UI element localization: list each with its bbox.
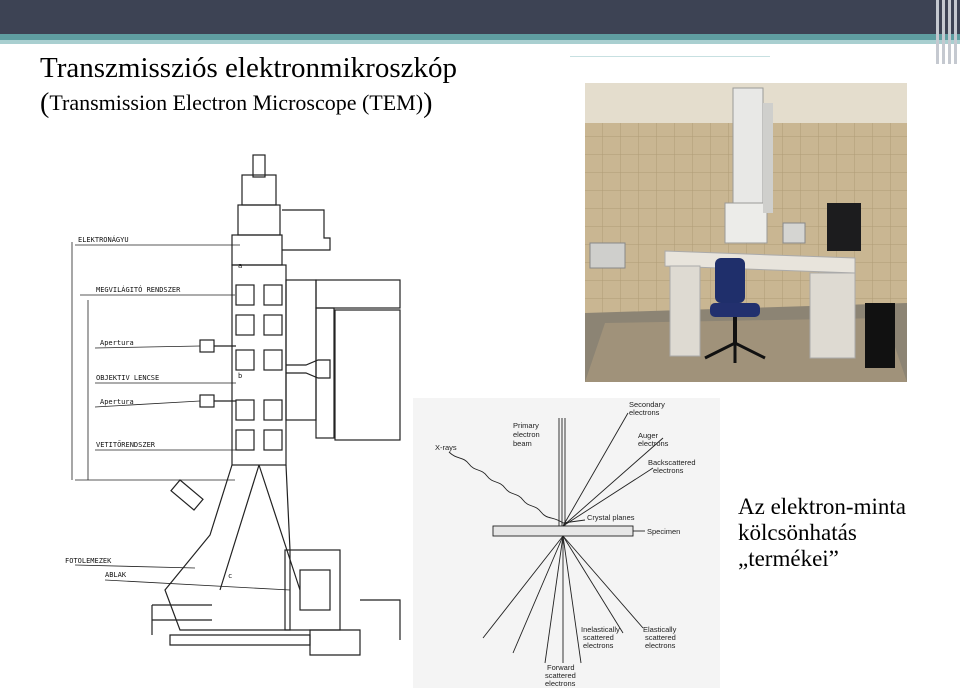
- marker-a: a: [238, 262, 242, 270]
- label-forward-2: scattered: [545, 671, 576, 680]
- caption-line-2: kölcsönhatás: [738, 520, 857, 545]
- marker-c: c: [228, 572, 232, 580]
- label-electron-gun: ELEKTRONÁGYU: [78, 235, 129, 244]
- label-elastic-2: scattered: [645, 633, 676, 642]
- label-objective-lens: OBJEKTIV LENCSE: [96, 374, 159, 382]
- label-window: ABLAK: [105, 571, 127, 579]
- label-illumination-system: MEGVILÁGITÓ RENDSZER: [96, 285, 181, 294]
- caption: Az elektron-minta kölcsönhatás „termékei…: [738, 494, 906, 572]
- label-primary-beam-3: beam: [513, 439, 532, 448]
- label-forward-1: Forward: [547, 663, 575, 672]
- tem-cross-section-diagram: ELEKTRONÁGYU MEGVILÁGITÓ RENDSZER Apertu…: [65, 154, 401, 656]
- label-primary-beam-1: Primary: [513, 421, 539, 430]
- label-aperture-2: Apertura: [100, 398, 134, 406]
- corner-decoration: [934, 0, 960, 64]
- marker-b: b: [238, 372, 242, 380]
- label-secondary-2: electrons: [629, 408, 660, 417]
- accent-stripe: [0, 34, 960, 40]
- label-inelastic-2: scattered: [583, 633, 614, 642]
- label-elastic-3: electrons: [645, 641, 676, 650]
- slide-title: Transzmissziós elektronmikroszkóp: [40, 52, 457, 84]
- slide-subtitle: (Transmission Electron Microscope (TEM)): [40, 88, 432, 120]
- close-paren: ): [423, 88, 433, 119]
- subtitle-text: Transmission Electron Microscope (TEM): [49, 90, 424, 115]
- accent-line: [570, 50, 890, 52]
- tem-lab-photo: [585, 83, 907, 382]
- label-backscattered-1: Backscattered: [648, 458, 696, 467]
- open-paren: (: [40, 88, 50, 119]
- label-elastic-1: Elastically: [643, 625, 677, 634]
- electron-specimen-interaction-diagram: Primary electron beam Secondary electron…: [413, 398, 720, 688]
- label-primary-beam-2: electron: [513, 430, 540, 439]
- label-crystal-planes: Crystal planes: [587, 513, 635, 522]
- label-inelastic-1: Inelastically: [581, 625, 620, 634]
- label-aperture-1: Apertura: [100, 339, 134, 347]
- caption-line-3: „termékei”: [738, 546, 839, 571]
- label-specimen: Specimen: [647, 527, 680, 536]
- label-auger-1: Auger: [638, 431, 659, 440]
- caption-line-1: Az elektron-minta: [738, 494, 906, 519]
- accent-line-thin: [570, 56, 770, 57]
- accent-stripe-light: [0, 40, 960, 44]
- top-banner: [0, 0, 960, 34]
- label-backscattered-2: electrons: [653, 466, 684, 475]
- label-inelastic-3: electrons: [583, 641, 614, 650]
- label-xrays: X-rays: [435, 443, 457, 452]
- label-projection-system: VETITŐRENDSZER: [96, 440, 156, 449]
- label-forward-3: electrons: [545, 679, 576, 688]
- label-secondary-1: Secondary: [629, 400, 665, 409]
- label-photo-plates: FOTOLEMEZEK: [65, 557, 112, 565]
- label-auger-2: electrons: [638, 439, 669, 448]
